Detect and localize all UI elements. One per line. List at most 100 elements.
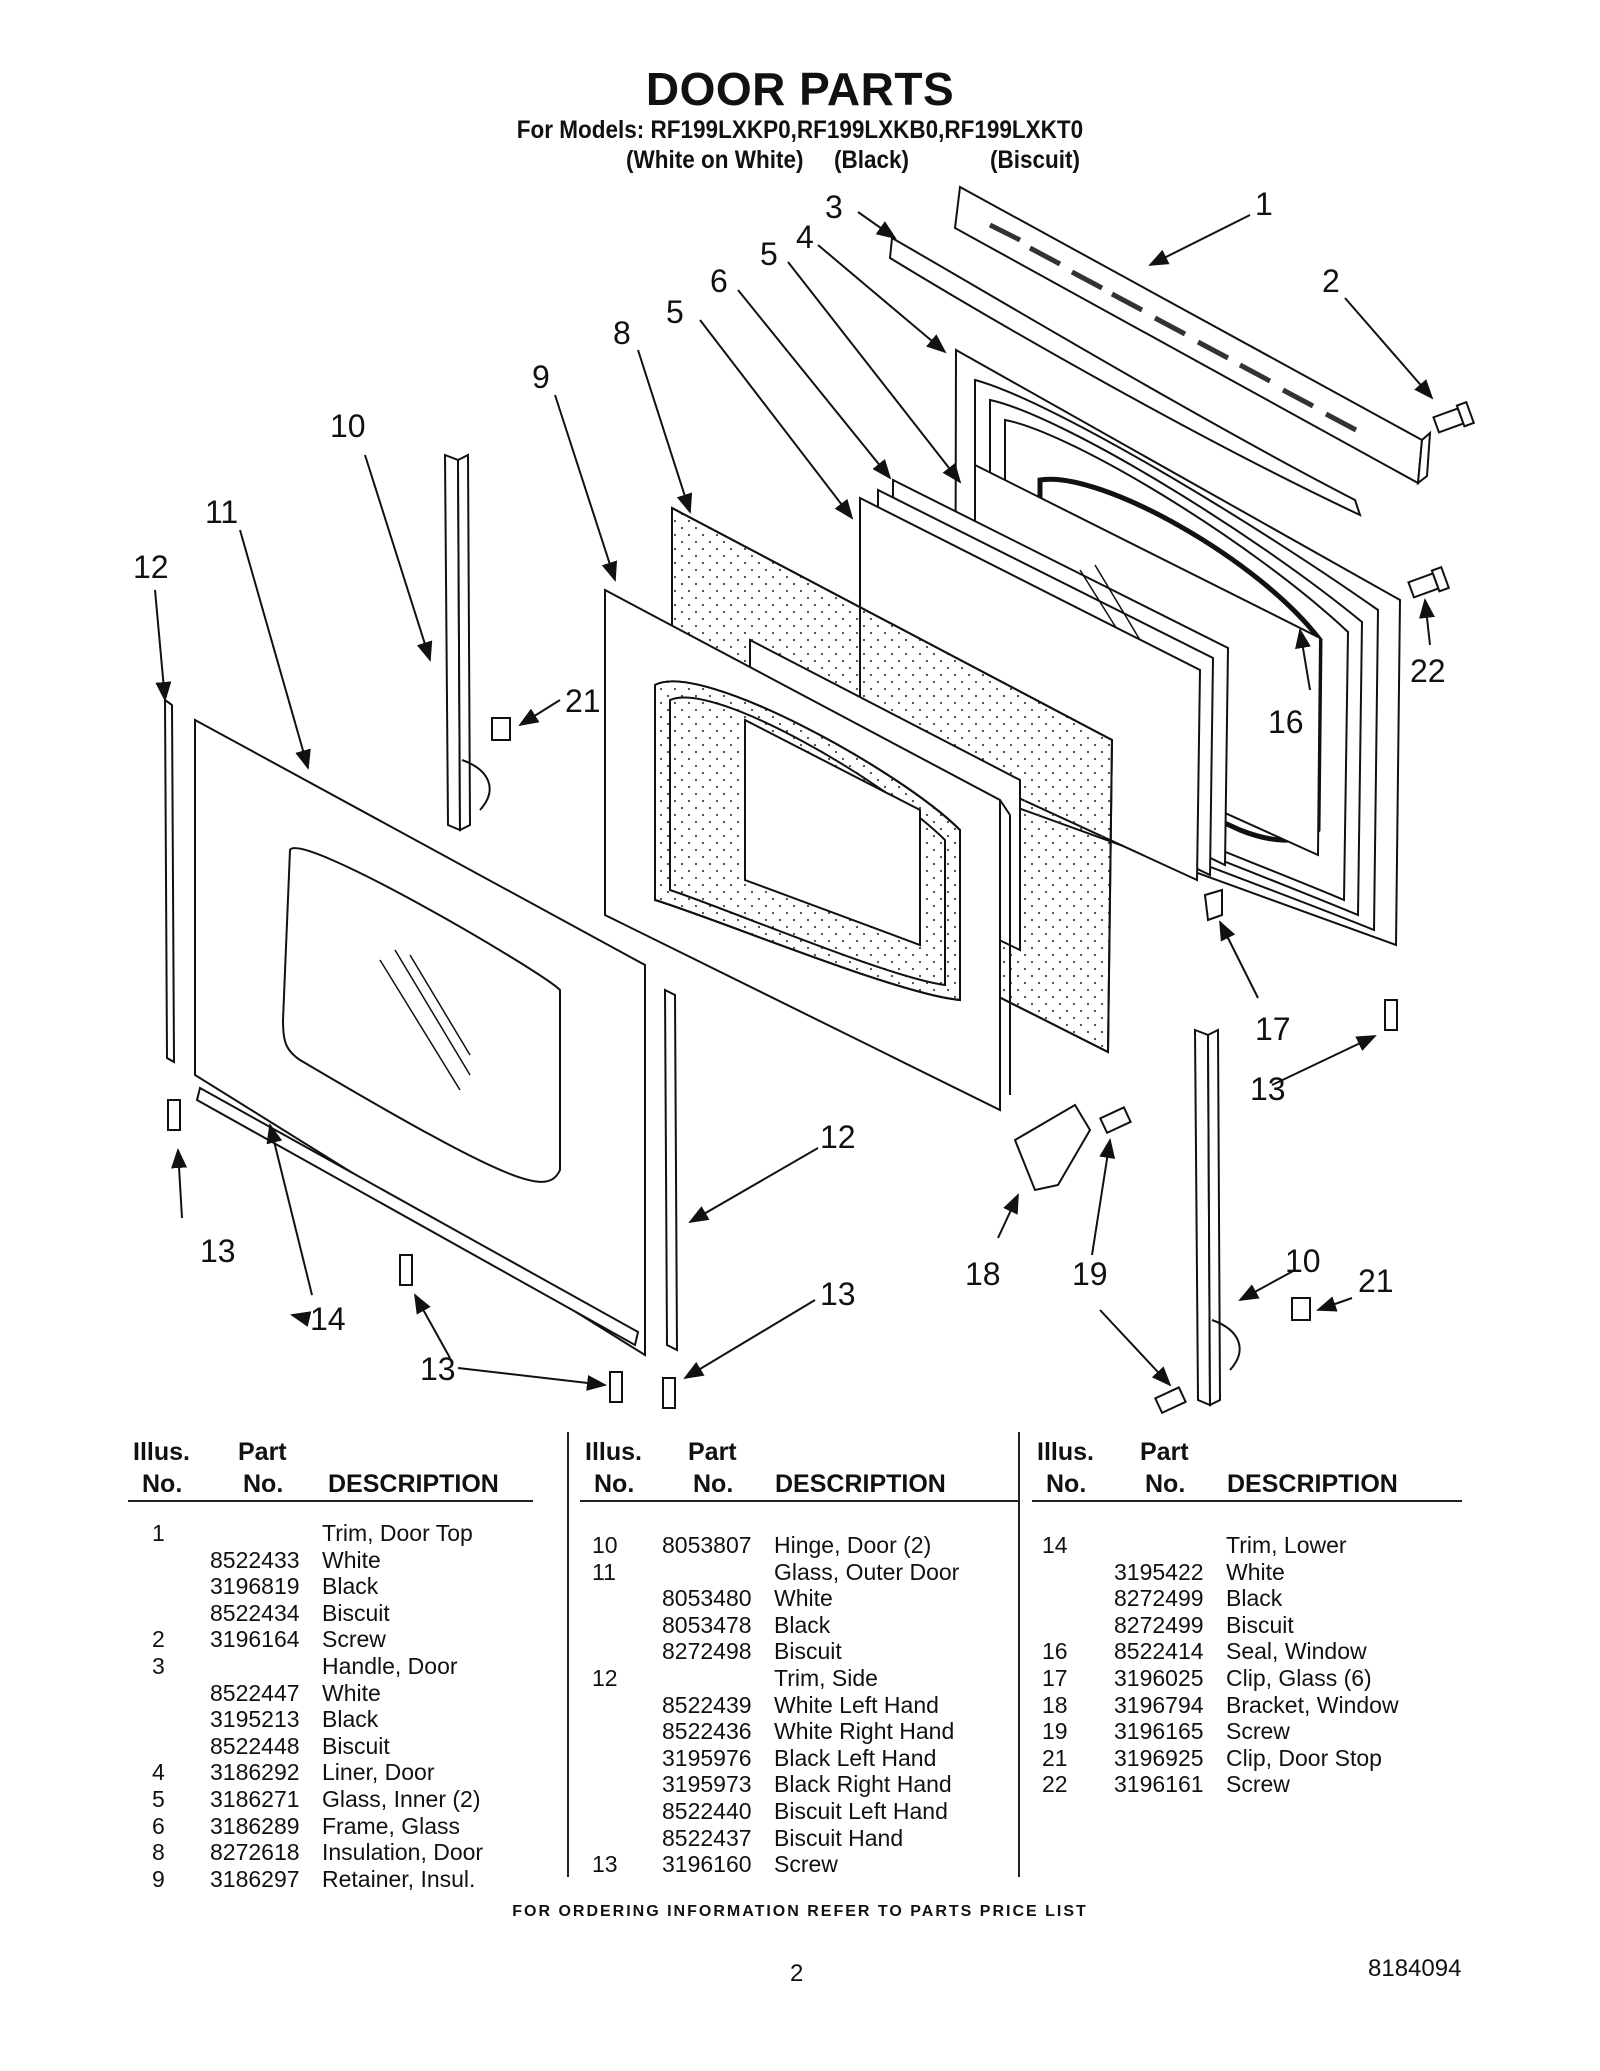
models-line: For Models: RF199LXKP0,RF199LXKB0,RF199L…	[516, 116, 1084, 144]
hdr-part-no: No.	[243, 1470, 284, 1498]
description: White	[322, 1546, 381, 1573]
side-trim-right-part	[663, 988, 679, 1352]
part-number: 8522414	[1114, 1638, 1204, 1665]
callout-10-left: 10	[330, 408, 366, 444]
description: Screw	[1226, 1771, 1290, 1798]
hdr-part: Part	[1140, 1438, 1189, 1466]
callout-10-right: 10	[1285, 1243, 1321, 1279]
outer-glass-part	[194, 718, 646, 1357]
callout-3: 3	[825, 189, 843, 225]
illus-number: 21	[1042, 1744, 1068, 1771]
description: Screw	[774, 1851, 838, 1878]
part-number: 8522436	[662, 1718, 752, 1745]
callout-18: 18	[965, 1256, 1001, 1292]
callout-11: 11	[205, 494, 238, 530]
description: Trim, Side	[774, 1665, 878, 1691]
part-number: 8053807	[662, 1532, 752, 1558]
part-number: 3196165	[1114, 1718, 1204, 1745]
illus-number: 14	[1042, 1532, 1068, 1558]
description: Trim, Lower	[1226, 1532, 1347, 1558]
page-title: DOOR PARTS	[645, 63, 955, 115]
illus-number: 4	[152, 1759, 165, 1786]
callout-21-right: 21	[1358, 1263, 1394, 1299]
illus-number: 16	[1042, 1638, 1068, 1665]
description: Black Left Hand	[774, 1744, 937, 1771]
hdr-illus-no: No.	[594, 1470, 635, 1498]
hdr-part: Part	[238, 1438, 287, 1466]
callout-13-left: 13	[200, 1233, 236, 1269]
description: Trim, Door Top	[322, 1520, 473, 1546]
hinge-left-part	[443, 453, 491, 832]
screw-19-parts	[1098, 1106, 1187, 1415]
part-number: 3195973	[662, 1771, 752, 1798]
description: Clip, Glass (6)	[1226, 1665, 1372, 1691]
side-trim-left-part	[163, 698, 176, 1064]
hdr-part-no: No.	[1145, 1470, 1186, 1498]
illus-number: 13	[592, 1851, 618, 1878]
illus-number: 8	[152, 1839, 165, 1866]
description: Insulation, Door	[322, 1839, 484, 1866]
part-number: 8522433	[210, 1546, 300, 1573]
illus-number: 18	[1042, 1691, 1068, 1718]
part-number: 3196819	[210, 1573, 300, 1600]
color-label-biscuit: (Biscuit)	[990, 146, 1080, 174]
illus-number: 10	[592, 1532, 618, 1558]
screw-13-parts	[167, 999, 1398, 1409]
description: Clip, Door Stop	[1226, 1744, 1382, 1771]
illus-number: 9	[152, 1865, 165, 1892]
exploded-door-diagram: 1 2 3 4 5 5 6 8 9 10 11 12 21 16 22 17 1…	[133, 185, 1476, 1415]
description: Black	[1226, 1585, 1283, 1612]
part-number: 8272498	[662, 1638, 752, 1665]
part-number: 3186289	[210, 1812, 300, 1839]
leader-arrows	[154, 211, 1435, 1391]
callout-5a: 5	[760, 236, 778, 272]
description: Retainer, Insul.	[322, 1865, 476, 1892]
description: Black	[322, 1573, 379, 1600]
hdr-description: DESCRIPTION	[775, 1470, 946, 1498]
part-number: 3186297	[210, 1865, 300, 1892]
description: White Left Hand	[774, 1691, 939, 1718]
callout-17: 17	[1255, 1011, 1291, 1047]
callout-21-left: 21	[565, 683, 601, 719]
part-number: 3195213	[210, 1706, 300, 1733]
part-number: 3195422	[1114, 1558, 1204, 1585]
illus-number: 2	[152, 1626, 165, 1653]
part-number: 8053478	[662, 1611, 752, 1638]
part-number: 3195976	[662, 1744, 752, 1771]
description: Screw	[322, 1626, 386, 1653]
callout-14: 14	[310, 1301, 346, 1337]
part-number: 3196025	[1114, 1665, 1204, 1691]
description: Biscuit	[774, 1638, 842, 1665]
insulation-retainer-part	[604, 588, 1011, 1112]
part-number: 8522448	[210, 1732, 300, 1759]
part-number: 8272499	[1114, 1585, 1204, 1612]
description: Biscuit	[322, 1732, 390, 1759]
callout-19: 19	[1072, 1256, 1108, 1292]
description: Bracket, Window	[1226, 1691, 1399, 1718]
callout-16: 16	[1268, 704, 1304, 740]
description: Liner, Door	[322, 1759, 435, 1786]
hdr-part: Part	[688, 1438, 737, 1466]
ordering-note: FOR ORDERING INFORMATION REFER TO PARTS …	[512, 1903, 1088, 1920]
description: Biscuit	[1226, 1611, 1294, 1638]
lower-trim-part	[195, 1086, 640, 1347]
description: Frame, Glass	[322, 1812, 461, 1839]
description: Glass, Inner (2)	[322, 1786, 481, 1812]
part-number: 3196161	[1114, 1771, 1204, 1798]
description: Screw	[1226, 1718, 1290, 1745]
hdr-illus-no: No.	[142, 1470, 183, 1498]
illus-number: 19	[1042, 1718, 1068, 1745]
screw-22-part	[1407, 565, 1451, 599]
part-number: 8522440	[662, 1798, 752, 1824]
description: Black	[774, 1611, 831, 1638]
callout-22: 22	[1410, 653, 1446, 689]
hdr-illus-no: No.	[1046, 1470, 1087, 1498]
description: White	[774, 1585, 833, 1612]
illus-number: 11	[592, 1558, 616, 1585]
hinge-right-part	[1193, 1028, 1241, 1407]
door-handle-part	[888, 236, 1362, 517]
illus-number: 3	[152, 1653, 165, 1679]
part-number: 8522447	[210, 1679, 300, 1706]
